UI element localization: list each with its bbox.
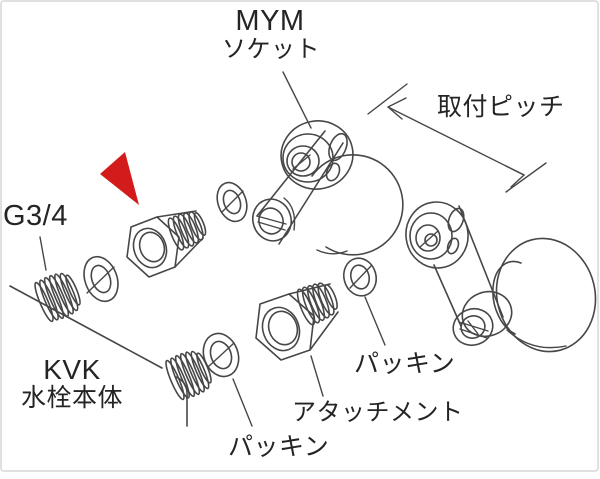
label-mounting-pitch: 取付ピッチ: [437, 93, 565, 121]
packing-ring-upper: [216, 181, 248, 223]
label-attachment: アタッチメント: [292, 399, 464, 426]
packing-washer-lower: [202, 332, 240, 378]
mym-socket-drawing: [252, 120, 404, 256]
label-mym-socket: ソケット: [222, 36, 320, 63]
label-mym-brand: MYM: [235, 5, 305, 37]
dimension-arrow-mounting-pitch: [367, 83, 547, 193]
attachment-nut-drawing: [255, 282, 339, 361]
red-pointer-icon: [100, 152, 139, 205]
label-packing-bottom: パッキン: [228, 433, 330, 461]
packing-ring-right: [342, 257, 378, 297]
label-kvk-brand: KVK: [43, 354, 101, 385]
wall-socket-drawing: [405, 201, 597, 353]
adapter-nut-drawing: [126, 210, 207, 278]
label-packing-right: パッキン: [354, 350, 456, 378]
label-kvk-body: 水栓本体: [20, 384, 123, 412]
packing-washer-upper: [83, 255, 119, 303]
leader-lines: [39, 71, 386, 427]
kvk-outlet-thread-upper: [34, 272, 81, 323]
kvk-outlet-thread-lower: [165, 350, 212, 401]
label-thread-size: G3/4: [3, 200, 68, 232]
